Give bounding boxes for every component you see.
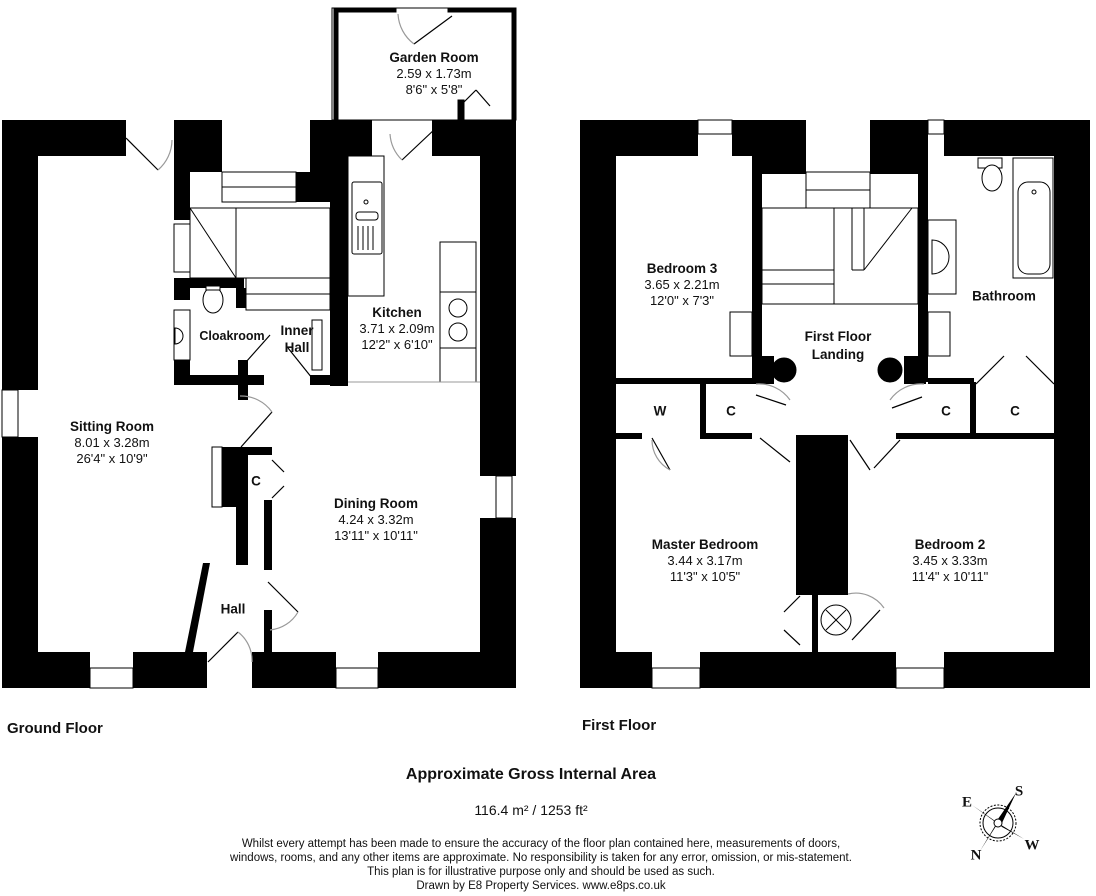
room-imperial: 11'4" x 10'11" bbox=[911, 569, 989, 584]
ground-floor-windows bbox=[1, 171, 513, 689]
compass-east-label: E bbox=[961, 794, 973, 811]
room-bathroom: Bathroom bbox=[972, 288, 1036, 304]
room-metric: 2.59 x 1.73m bbox=[396, 66, 472, 81]
first-floor-stairs bbox=[761, 207, 919, 305]
disclaimer: Whilst every attempt has been made to en… bbox=[0, 837, 1082, 893]
room-imperial: 12'0" x 7'3" bbox=[649, 293, 715, 308]
room-cupboard-1: C bbox=[726, 403, 736, 419]
room-dining-room: Dining Room 4.24 x 3.32m 13'11" x 10'11" bbox=[334, 496, 418, 544]
compass-north-label: N bbox=[970, 847, 982, 864]
first-floor-doors bbox=[651, 355, 1055, 646]
disclaimer-line: This plan is for illustrative purpose on… bbox=[367, 866, 715, 878]
room-cupboard-3: C bbox=[1010, 403, 1020, 419]
ground-floor-stairs bbox=[189, 207, 331, 311]
disclaimer-credit: Drawn by E8 Property Services. www.e8ps.… bbox=[416, 880, 666, 892]
compass-icon bbox=[972, 793, 1024, 851]
room-inner-hall: Inner Hall bbox=[280, 323, 314, 355]
room-metric: 8.01 x 3.28m bbox=[74, 435, 150, 450]
room-hall: Hall bbox=[220, 601, 246, 617]
ground-floor-walls bbox=[2, 120, 516, 688]
disclaimer-line: Whilst every attempt has been made to en… bbox=[241, 838, 841, 850]
room-name: Sitting Room bbox=[70, 419, 154, 434]
area-title: Approximate Gross Internal Area bbox=[405, 766, 657, 783]
room-garden-room: Garden Room 2.59 x 1.73m 8'6" x 5'8" bbox=[389, 50, 478, 98]
room-master-bedroom: Master Bedroom 3.44 x 3.17m 11'3" x 10'5… bbox=[652, 537, 759, 585]
room-cupboard-ground: C bbox=[251, 473, 261, 489]
room-imperial: 13'11" x 10'11" bbox=[334, 528, 418, 543]
room-imperial: 11'3" x 10'5" bbox=[669, 569, 741, 584]
first-floor-windows bbox=[651, 119, 945, 689]
room-name: Bedroom 2 bbox=[914, 537, 986, 552]
room-metric: 3.45 x 3.33m bbox=[912, 553, 988, 568]
first-floor-title: First Floor bbox=[582, 717, 657, 734]
room-metric: 3.65 x 2.21m bbox=[644, 277, 720, 292]
disclaimer-line: windows, rooms, and any other items are … bbox=[230, 852, 852, 864]
room-imperial: 8'6" x 5'8" bbox=[405, 82, 463, 97]
room-cupboard-2: C bbox=[941, 403, 951, 419]
room-metric: 3.44 x 3.17m bbox=[667, 553, 743, 568]
room-metric: 4.24 x 3.32m bbox=[338, 512, 414, 527]
room-imperial: 26'4" x 10'9" bbox=[76, 451, 148, 466]
room-name: Bedroom 3 bbox=[646, 261, 718, 276]
room-name: Dining Room bbox=[334, 496, 418, 511]
room-sitting-room: Sitting Room 8.01 x 3.28m 26'4" x 10'9" bbox=[70, 419, 154, 467]
cloakroom-fixtures bbox=[174, 285, 224, 345]
area-value: 116.4 m² / 1253 ft² bbox=[474, 802, 588, 818]
room-name: Master Bedroom bbox=[651, 537, 759, 552]
room-name: Garden Room bbox=[389, 50, 479, 65]
compass-west-label: W bbox=[1024, 837, 1040, 854]
room-wardrobe: W bbox=[653, 403, 667, 419]
room-cloakroom: Cloakroom bbox=[199, 329, 265, 343]
ground-floor-doors bbox=[125, 13, 491, 663]
compass-south-label: S bbox=[1014, 783, 1024, 800]
room-name: Kitchen bbox=[372, 305, 422, 320]
ground-floor-title: Ground Floor bbox=[7, 720, 103, 737]
first-floor-walls bbox=[580, 120, 1090, 688]
first-floor-fixtures bbox=[729, 157, 1054, 636]
room-kitchen: Kitchen 3.71 x 2.09m 12'2" x 6'10" bbox=[359, 305, 434, 353]
room-imperial: 12'2" x 6'10" bbox=[361, 337, 433, 352]
room-bedroom-2: Bedroom 2 3.45 x 3.33m 11'4" x 10'11" bbox=[912, 537, 989, 585]
kitchen-fittings bbox=[347, 155, 480, 383]
room-first-floor-landing: First Floor Landing bbox=[804, 329, 872, 362]
room-bedroom-3: Bedroom 3 3.65 x 2.21m 12'0" x 7'3" bbox=[644, 261, 719, 309]
room-metric: 3.71 x 2.09m bbox=[359, 321, 435, 336]
